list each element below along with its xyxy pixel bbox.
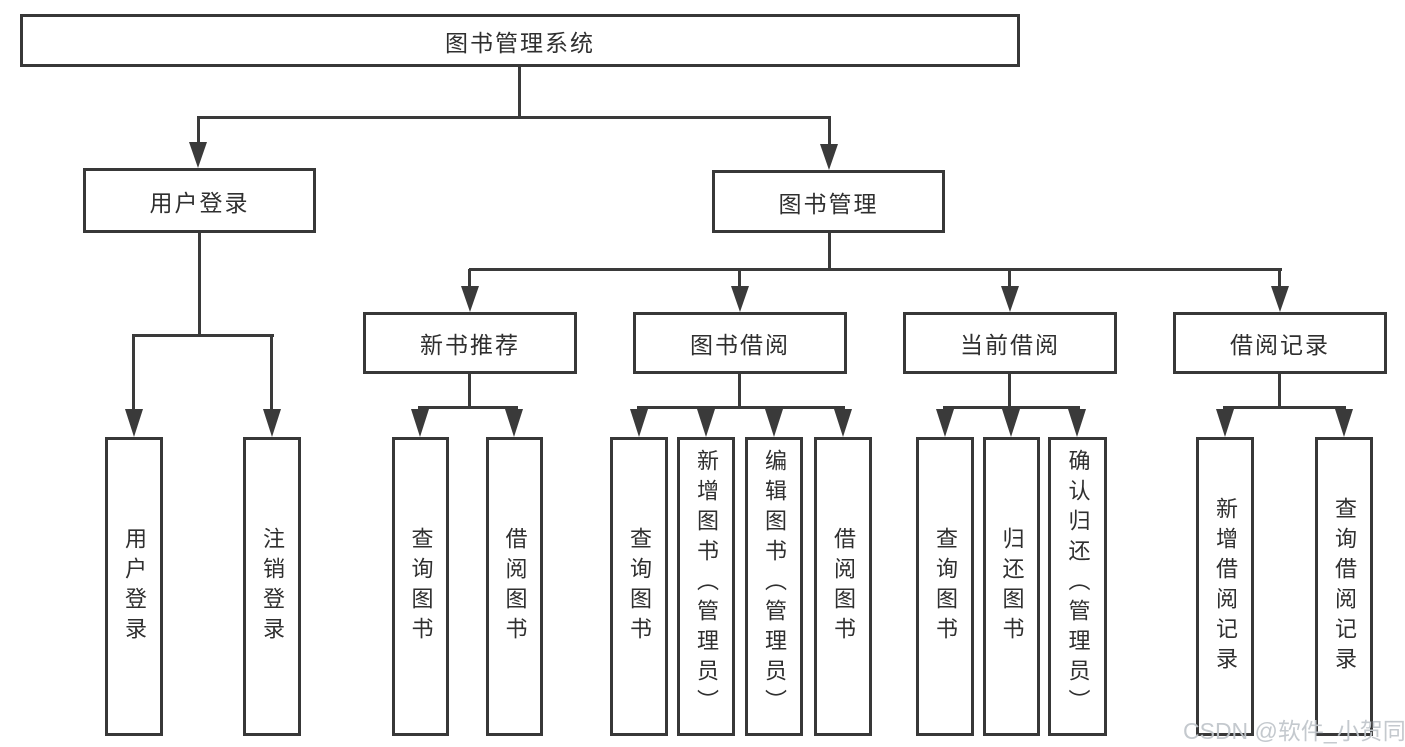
node-new-book-recommend: 新书推荐 [363,312,577,374]
node-book-borrow: 图书借阅 [633,312,847,374]
leaf-query-borrow-record: 查询借阅记录 [1315,437,1373,736]
connector-drop-borrow-records [1278,269,1281,289]
leaf-confirm-return-admin: 确认归还（管理员） [1048,437,1107,736]
arrow-current-borrow-child-1 [936,409,954,437]
connector-current-borrow-stem [1008,374,1011,408]
arrow-current-borrow-child-2 [1002,409,1020,437]
node-current-borrow: 当前借阅 [903,312,1117,374]
leaf-confirm-return-admin-label: 确认归还（管理员） [1065,449,1091,719]
arrow-to-book-borrow [731,286,749,312]
arrow-book-borrow-child-2 [697,409,715,437]
arrow-to-logout-leaf [263,409,281,437]
leaf-current-query-book-label: 查询图书 [933,526,958,647]
leaf-borrow-query-book: 查询图书 [610,437,668,736]
arrow-new-book-child-1 [411,409,429,437]
arrow-book-borrow-child-3 [765,409,783,437]
node-library-management-system: 图书管理系统 [20,14,1020,67]
leaf-add-borrow-record-label: 新增借阅记录 [1213,496,1238,677]
node-book-management: 图书管理 [712,170,945,233]
leaf-recommend-query-book: 查询图书 [392,437,449,736]
leaf-recommend-borrow-book: 借阅图书 [486,437,543,736]
connector-root-stem [518,67,521,118]
connector-drop-new-book [468,269,471,289]
connector-drop-login-leaf [132,334,135,410]
connector-drop-logout-leaf [270,334,273,410]
leaf-add-borrow-record: 新增借阅记录 [1196,437,1254,736]
connector-borrow-records-branch [1223,406,1346,409]
connector-new-book-branch [418,406,518,409]
leaf-edit-book-admin-label: 编辑图书（管理员） [762,449,787,719]
connector-branch-level2 [197,116,831,119]
arrow-to-new-book [461,286,479,312]
arrow-borrow-records-child-2 [1335,409,1353,437]
leaf-logout: 注销登录 [243,437,301,736]
leaf-logout-label: 注销登录 [260,526,285,647]
leaf-user-login: 用户登录 [105,437,163,736]
leaf-return-book: 归还图书 [983,437,1040,736]
leaf-return-book-label: 归还图书 [999,526,1025,647]
arrow-to-login-leaf [125,409,143,437]
arrow-book-borrow-child-4 [834,409,852,437]
leaf-recommend-query-book-label: 查询图书 [408,526,434,647]
node-borrow-records-label: 借阅记录 [1230,332,1330,358]
arrow-to-book-management [820,144,838,170]
leaf-borrow-book-label: 借阅图书 [831,526,856,647]
arrow-new-book-child-2 [505,409,523,437]
node-new-book-recommend-label: 新书推荐 [420,332,520,358]
leaf-recommend-borrow-book-label: 借阅图书 [502,526,528,647]
arrow-current-borrow-child-3 [1068,409,1086,437]
leaf-borrow-book: 借阅图书 [814,437,872,736]
leaf-borrow-query-book-label: 查询图书 [627,526,652,647]
connector-current-borrow-branch [943,406,1080,409]
csdn-watermark: CSDN @软件_小贺同学 [1183,718,1405,744]
arrow-to-current-borrow [1001,286,1019,312]
arrow-to-borrow-records [1271,286,1289,312]
arrow-book-borrow-child-1 [630,409,648,437]
leaf-query-borrow-record-label: 查询借阅记录 [1332,496,1357,677]
node-book-management-label: 图书管理 [778,190,879,217]
connector-drop-book-borrow [738,269,741,289]
connector-book-borrow-branch [637,406,845,409]
node-library-management-system-label: 图书管理系统 [445,29,595,56]
node-book-borrow-label: 图书借阅 [690,332,790,358]
arrow-to-user-login [189,142,207,168]
connector-branch-level3 [469,268,1282,271]
connector-drop-book-management [828,117,831,144]
connector-drop-user-login [197,117,200,144]
leaf-current-query-book: 查询图书 [916,437,974,736]
connector-book-borrow-stem [738,374,741,408]
node-user-login-label: 用户登录 [149,189,250,216]
arrow-borrow-records-child-1 [1216,409,1234,437]
connector-user-login-stem [198,233,201,336]
connector-book-management-stem [828,233,831,271]
connector-drop-current-borrow [1008,269,1011,289]
leaf-user-login-label: 用户登录 [122,526,147,647]
leaf-edit-book-admin: 编辑图书（管理员） [745,437,803,736]
leaf-add-book-admin: 新增图书（管理员） [677,437,735,736]
connector-new-book-stem [468,374,471,408]
node-user-login: 用户登录 [83,168,316,233]
connector-borrow-records-stem [1278,374,1281,408]
leaf-add-book-admin-label: 新增图书（管理员） [694,449,719,719]
node-current-borrow-label: 当前借阅 [960,332,1060,358]
node-borrow-records: 借阅记录 [1173,312,1387,374]
connector-user-login-branch [133,334,274,337]
